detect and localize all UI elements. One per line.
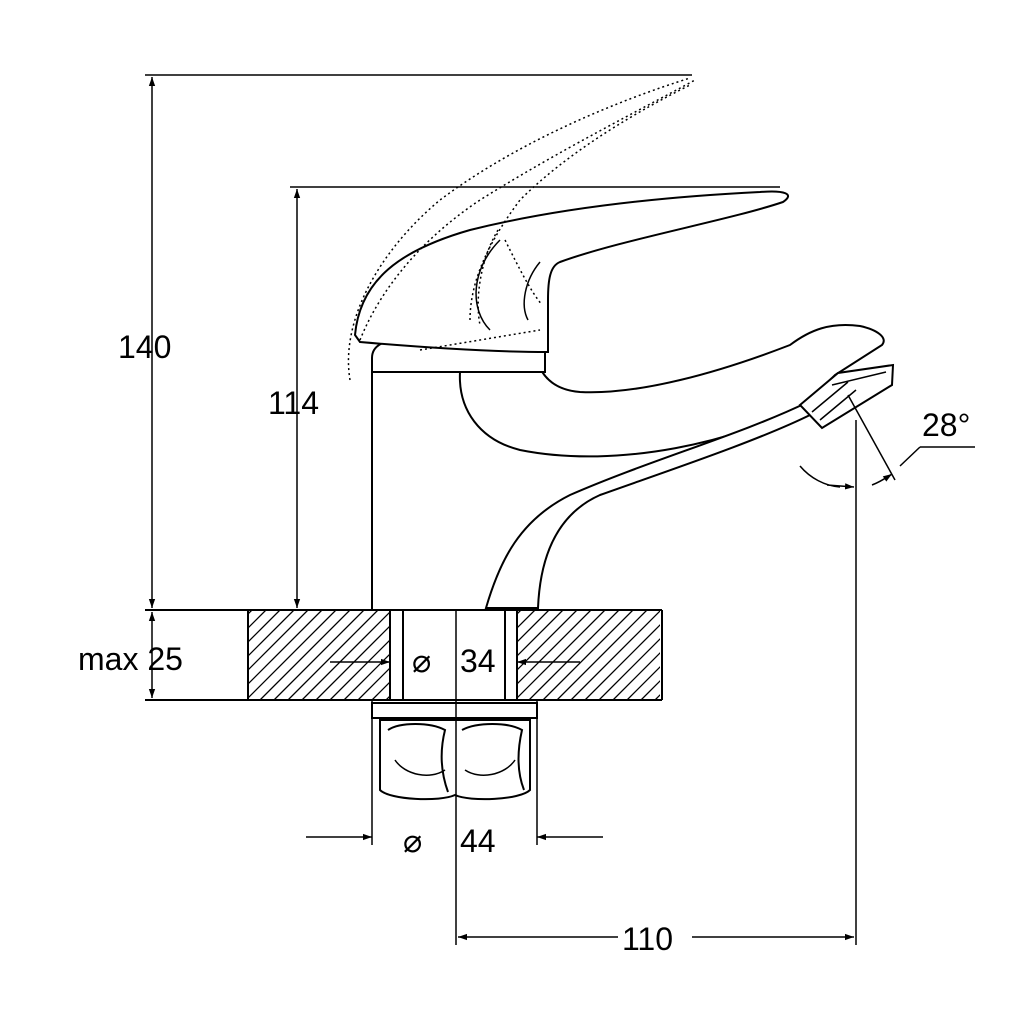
aerator-angle-label: 28° <box>922 407 970 443</box>
hatch-line <box>669 610 759 700</box>
hole-diameter-label: 34 <box>460 643 496 679</box>
hatch-line <box>517 610 578 671</box>
dimension-total-height: 140 <box>118 77 171 608</box>
mounting-nut <box>371 702 538 801</box>
hatch-line <box>598 638 660 700</box>
lever-open-position <box>347 77 696 381</box>
hatch-line <box>528 610 620 700</box>
max-thickness-label: max 25 <box>78 641 183 677</box>
countertop-section <box>145 609 759 701</box>
hatch-line <box>301 611 390 700</box>
hatch-line <box>517 610 550 643</box>
lever-handle <box>353 190 789 354</box>
hatch-line <box>517 610 606 699</box>
hatch-line <box>626 666 660 700</box>
dimension-max-thickness: max 25 <box>78 612 183 698</box>
hatch-line <box>357 667 390 700</box>
hatch-line <box>570 610 660 700</box>
nut-diameter-label: 44 <box>460 823 496 859</box>
hatch-line <box>640 680 660 700</box>
dimension-spout-reach: 110 <box>458 921 854 957</box>
countertop-hatch-left <box>248 610 390 700</box>
hatch-line <box>517 610 592 685</box>
body-height-label: 114 <box>268 385 319 421</box>
total-height-label: 140 <box>118 329 171 365</box>
dimension-nut-diameter: ⌀ 44 <box>306 823 603 859</box>
hatch-line <box>248 610 337 699</box>
hatch-line <box>248 610 267 629</box>
hatch-line <box>259 610 351 700</box>
hatch-line <box>517 610 536 629</box>
hatch-line <box>248 610 309 671</box>
hatch-line <box>542 610 634 700</box>
spout <box>458 324 885 458</box>
faucet-body <box>353 190 895 610</box>
hatch-line <box>654 694 660 700</box>
hatch-line <box>612 652 660 700</box>
hatch-line <box>584 624 660 700</box>
hatch-line <box>371 681 390 700</box>
dimension-body-height: 114 <box>268 189 319 608</box>
dimension-aerator-angle: 28° <box>799 394 975 490</box>
hatch-line <box>273 610 365 700</box>
spout-reach-label: 110 <box>622 921 673 957</box>
hatch-line <box>315 625 390 700</box>
hatch-line <box>556 610 648 700</box>
aerator <box>798 363 895 430</box>
hatch-line <box>248 610 323 685</box>
diameter-icon: ⌀ <box>403 823 422 859</box>
hatch-line <box>329 639 390 700</box>
dimension-hole-diameter: ⌀ 34 <box>330 643 580 679</box>
hatch-line <box>248 610 281 643</box>
hatch-line <box>287 610 379 700</box>
diameter-icon: ⌀ <box>412 643 431 679</box>
countertop-hatch-right <box>517 610 759 700</box>
